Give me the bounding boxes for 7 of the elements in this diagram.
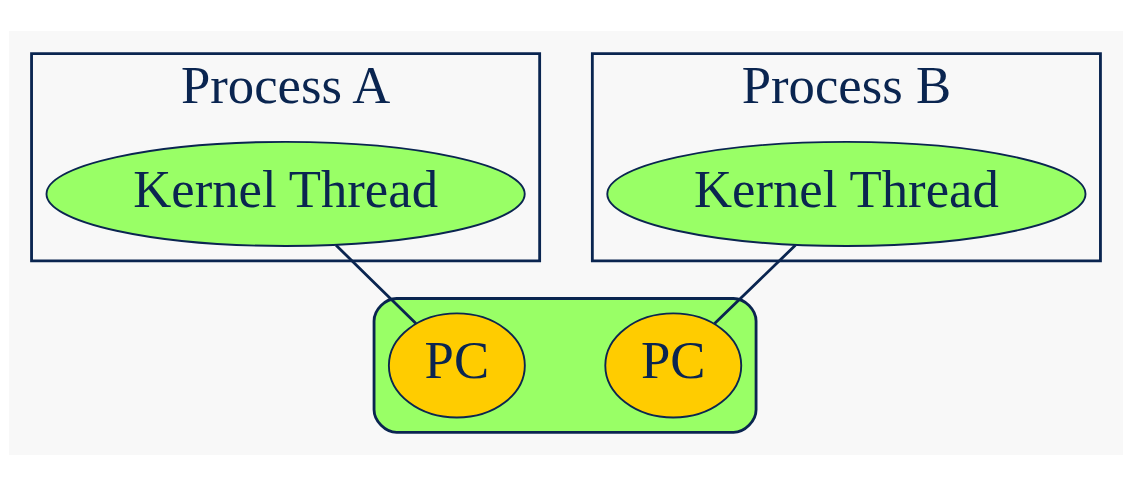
connector — [335, 243, 417, 325]
node-ellipse: Kernel Thread — [606, 140, 1087, 247]
connector — [713, 243, 797, 325]
node-ellipse: PC — [387, 312, 526, 418]
cluster — [372, 296, 758, 434]
node-ellipse: PC — [604, 312, 743, 418]
node-ellipse: Kernel Thread — [45, 140, 526, 247]
